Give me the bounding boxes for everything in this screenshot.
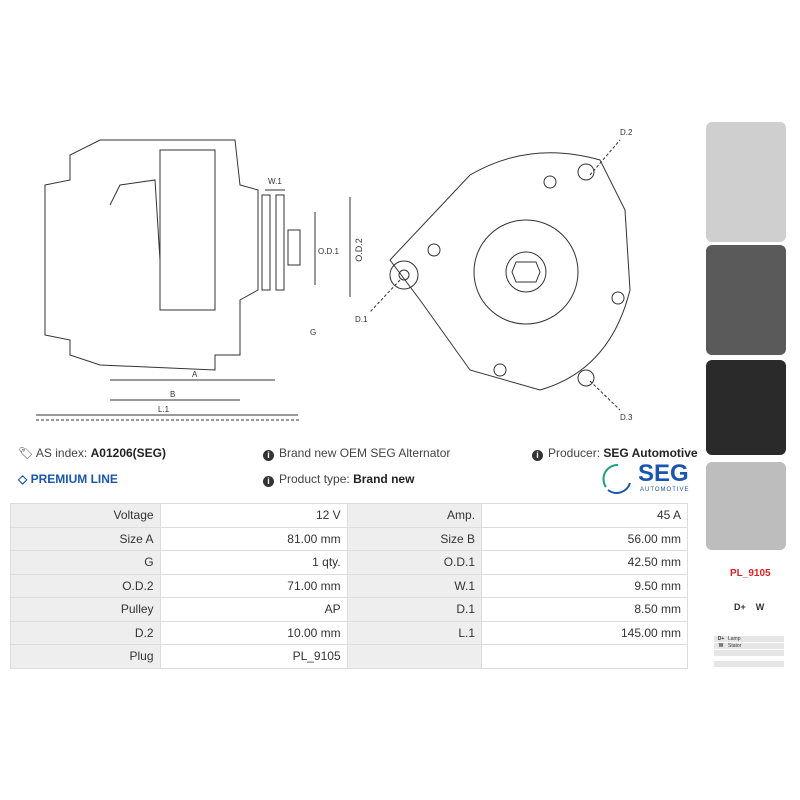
spec-label: Size B xyxy=(346,526,483,551)
spec-value: 8.50 mm xyxy=(481,597,688,622)
label-g: G xyxy=(310,328,316,337)
label-d3: D.3 xyxy=(620,413,633,422)
spec-value: 1 qty. xyxy=(159,550,348,575)
terminal-desc: Lamp xyxy=(728,636,741,642)
label-od1: O.D.1 xyxy=(318,247,339,256)
info-icon: i xyxy=(263,476,274,487)
product-photo-front[interactable] xyxy=(706,122,786,242)
side-view-drawing: W.1 O.D.1 O.D.2 G A B L.1 xyxy=(36,139,364,421)
spec-value: 10.00 mm xyxy=(159,620,348,645)
terminal: W xyxy=(718,643,724,649)
spec-value: 45 A xyxy=(481,503,688,528)
spec-value: AP xyxy=(159,597,348,622)
diamond-icon: ◇ xyxy=(18,472,28,486)
spec-value: 81.00 mm xyxy=(159,526,348,551)
product-photo-angle[interactable] xyxy=(706,462,786,550)
tag-icon: 🏷 xyxy=(18,446,34,460)
plug-legend-row: W Stator xyxy=(714,643,784,649)
label-d1: D.1 xyxy=(355,315,368,324)
spec-label: G xyxy=(10,550,161,575)
plug-terminals: D+ W xyxy=(734,602,765,612)
terminal-desc: Stator xyxy=(728,643,742,649)
terminal: D+ xyxy=(717,636,725,642)
spec-label: Pulley xyxy=(10,597,161,622)
spec-value: 145.00 mm xyxy=(481,620,688,645)
spec-value: 9.50 mm xyxy=(481,573,688,598)
product-photo-side[interactable] xyxy=(706,245,786,355)
plug-legend-empty xyxy=(714,661,784,667)
premium-line-badge: ◇ PREMIUM LINE xyxy=(18,472,118,486)
plug-legend-row: D+Lamp xyxy=(714,636,784,642)
spec-value xyxy=(481,644,688,669)
spec-label xyxy=(346,644,483,669)
spec-label: Amp. xyxy=(346,503,483,528)
plug-legend-empty xyxy=(714,650,784,656)
spec-label: D.2 xyxy=(10,620,161,645)
label-w1: W.1 xyxy=(268,177,282,186)
label-b: B xyxy=(170,390,175,399)
info-icon: i xyxy=(532,450,543,461)
spec-value: PL_9105 xyxy=(159,644,348,669)
spec-label: O.D.1 xyxy=(346,550,483,575)
spec-value: 56.00 mm xyxy=(481,526,688,551)
info-icon: i xyxy=(263,450,274,461)
spec-label: L.1 xyxy=(346,620,483,645)
spec-label: Voltage xyxy=(10,503,161,528)
as-index-value: A01206(SEG) xyxy=(90,446,166,460)
label-l1: L.1 xyxy=(158,405,170,414)
spec-label: D.1 xyxy=(346,597,483,622)
spec-label: O.D.2 xyxy=(10,573,161,598)
spec-label: W.1 xyxy=(346,573,483,598)
spec-value: 42.50 mm xyxy=(481,550,688,575)
spec-label: Plug xyxy=(10,644,161,669)
spec-value: 71.00 mm xyxy=(159,573,348,598)
label-od2: O.D.2 xyxy=(354,238,364,262)
seg-logo: SEG AUTOMOTIVE xyxy=(602,460,692,496)
spec-label: Size A xyxy=(10,526,161,551)
front-view-drawing: D.2 D.3 D.1 xyxy=(355,128,633,422)
label-d2: D.2 xyxy=(620,128,633,137)
label-a: A xyxy=(192,370,198,379)
plug-name: PL_9105 xyxy=(730,568,771,579)
product-photo-rear[interactable] xyxy=(706,360,786,455)
as-index: 🏷 AS index: A01206(SEG) xyxy=(18,446,166,460)
spec-value: 12 V xyxy=(159,503,348,528)
